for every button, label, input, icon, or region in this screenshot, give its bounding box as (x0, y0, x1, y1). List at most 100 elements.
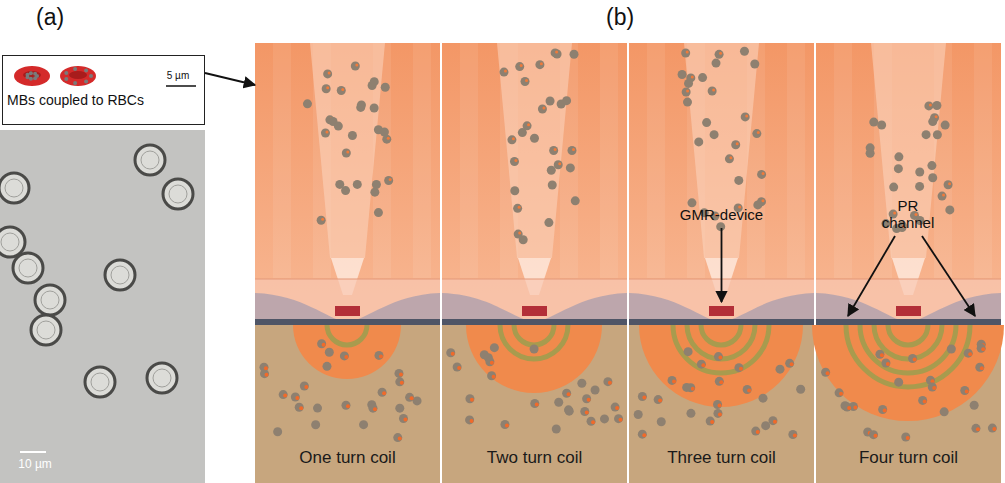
particle-bead (981, 347, 985, 351)
particle (551, 48, 560, 57)
panel-caption: Three turn coil (629, 448, 814, 468)
particle (571, 196, 580, 205)
connector-arrow (205, 73, 255, 85)
field-region (466, 325, 602, 393)
light-stripe (600, 43, 618, 278)
particle-bead (518, 232, 521, 235)
particle-bead (379, 354, 383, 358)
particle (889, 183, 898, 192)
particle (565, 407, 574, 416)
particle (291, 393, 300, 402)
particle-bead (718, 403, 722, 407)
particle (323, 69, 332, 78)
inset-box: MBs coupled to RBCs5 µm (2, 55, 205, 125)
device-panel (255, 43, 440, 483)
particle (901, 432, 910, 441)
particle-bead (736, 142, 739, 145)
particle (453, 362, 462, 371)
magnetic-bead (89, 74, 93, 78)
coil-turn (874, 325, 942, 359)
particle (577, 379, 586, 388)
particle (785, 359, 794, 368)
substrate-line (442, 319, 627, 325)
particle (947, 345, 956, 354)
particle-bead (976, 427, 980, 431)
particle-bead (403, 417, 407, 421)
blood-cell (85, 367, 115, 397)
particle-bead (923, 399, 927, 403)
particle-bead (355, 63, 358, 66)
coil-turn (860, 325, 956, 373)
cell-center (169, 185, 187, 203)
particle-bead (883, 409, 887, 413)
particle (259, 363, 268, 372)
particle (928, 117, 937, 126)
device-panel: GMR-deviceThree turn coil (629, 43, 814, 483)
particle (530, 399, 539, 408)
particle (340, 351, 349, 360)
particle (977, 344, 986, 353)
device-panel: Two turn coil (442, 43, 627, 483)
particle-bead (906, 436, 910, 440)
particle (507, 135, 516, 144)
cell-center (111, 266, 129, 284)
particle-bead (773, 420, 777, 424)
channel-edge (442, 279, 627, 280)
particle (322, 362, 331, 371)
fluid-region (442, 43, 627, 325)
particle-bead (672, 379, 676, 383)
particle (446, 348, 455, 357)
blood-cell (0, 227, 25, 257)
particle-bead (790, 362, 794, 366)
coil-turn (514, 325, 554, 345)
particle-bead (585, 411, 589, 415)
particle (587, 417, 596, 426)
particle (894, 378, 903, 387)
particle (915, 182, 924, 191)
particle (499, 68, 508, 77)
device-panel (812, 43, 1004, 483)
particle (368, 404, 377, 413)
particle-bead (389, 178, 392, 181)
particle (591, 385, 600, 394)
particle (915, 168, 924, 177)
particle-bead (504, 70, 507, 73)
particle (734, 176, 743, 185)
particle (313, 404, 322, 413)
magnetic-bead (64, 71, 68, 75)
particle (710, 130, 719, 139)
particle-bead (719, 380, 723, 384)
particle (788, 430, 797, 439)
particle-bead (942, 194, 945, 197)
particle (713, 400, 722, 409)
particle-bead (686, 90, 689, 93)
particle (869, 430, 878, 439)
particle (374, 351, 383, 360)
particle (702, 118, 711, 127)
particle-bead (555, 50, 558, 53)
panel-label: (a) (36, 4, 64, 31)
particle (945, 205, 954, 214)
particle-bead (929, 103, 932, 106)
particle-bead (321, 218, 324, 221)
particle (325, 348, 334, 357)
micrograph (0, 130, 205, 483)
particle (715, 50, 724, 59)
pr-channel-curve (442, 293, 627, 325)
particle (683, 98, 692, 107)
particle (547, 166, 556, 175)
particle (510, 157, 519, 166)
particle (881, 358, 890, 367)
particle-bead (400, 381, 404, 385)
particle-bead (527, 123, 530, 126)
particle-bead (567, 392, 571, 396)
particle (922, 130, 931, 139)
particle (535, 60, 544, 69)
leader-arrow (922, 236, 975, 316)
particle-bead (457, 366, 461, 370)
particle-bead (729, 156, 732, 159)
inset-background (2, 55, 205, 125)
substrate (442, 325, 627, 483)
particle (751, 427, 760, 436)
